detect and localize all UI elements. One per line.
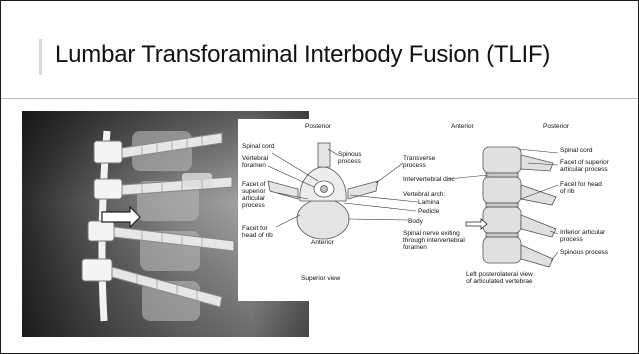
slide-title: Lumbar Transforaminal Interbody Fusion (…: [55, 41, 550, 69]
label-facet-head-rib-lateral: Facet for head of rib: [560, 181, 602, 195]
label-spinous-process-lateral: Spinous process: [560, 249, 608, 256]
label-inferior-articular: Inferior articular process: [560, 229, 605, 243]
superior-anterior-label: Anterior: [311, 239, 334, 246]
label-facet-superior-lateral: Facet of superior articular process: [560, 159, 609, 173]
label-facet-superior-articular: Facet of superior articular process: [242, 181, 265, 209]
lateral-view-vertebrae: [483, 147, 556, 267]
interbody-cage: [182, 173, 212, 187]
label-body: Body: [408, 218, 423, 225]
lateral-view-caption: Left posterolateral view of articulated …: [466, 271, 533, 285]
label-facet-head-rib-superior: Facet for head of rib: [242, 225, 273, 239]
lateral-posterior-label: Posterior: [543, 123, 569, 130]
superior-posterior-label: Posterior: [305, 123, 331, 130]
label-vertebral-foramen: Vertebral foramen: [242, 155, 268, 169]
label-spinal-cord-lateral: Spinal cord: [560, 147, 593, 154]
label-spinous-process-superior: Spinous process: [338, 151, 362, 165]
title-divider: [1, 98, 638, 99]
superior-view-caption: Superior view: [301, 275, 340, 282]
label-pedicle: Pedicle: [418, 208, 439, 215]
lateral-anterior-label: Anterior: [451, 123, 474, 130]
anatomy-diagram: Posterior Spinal cord Vertebral foramen …: [238, 119, 622, 301]
label-transverse-process: Transverse process: [403, 155, 435, 169]
label-vertebral-arch: Vertebral arch:: [403, 191, 445, 198]
label-lamina: Lamina: [418, 199, 439, 206]
title-accent-bar: [39, 39, 42, 75]
label-intervertebral-disc: Intervertebral disc: [403, 176, 455, 183]
label-spinal-nerve: Spinal nerve exiting through interverteb…: [403, 230, 465, 251]
label-spinal-cord-superior: Spinal cord: [242, 143, 275, 150]
